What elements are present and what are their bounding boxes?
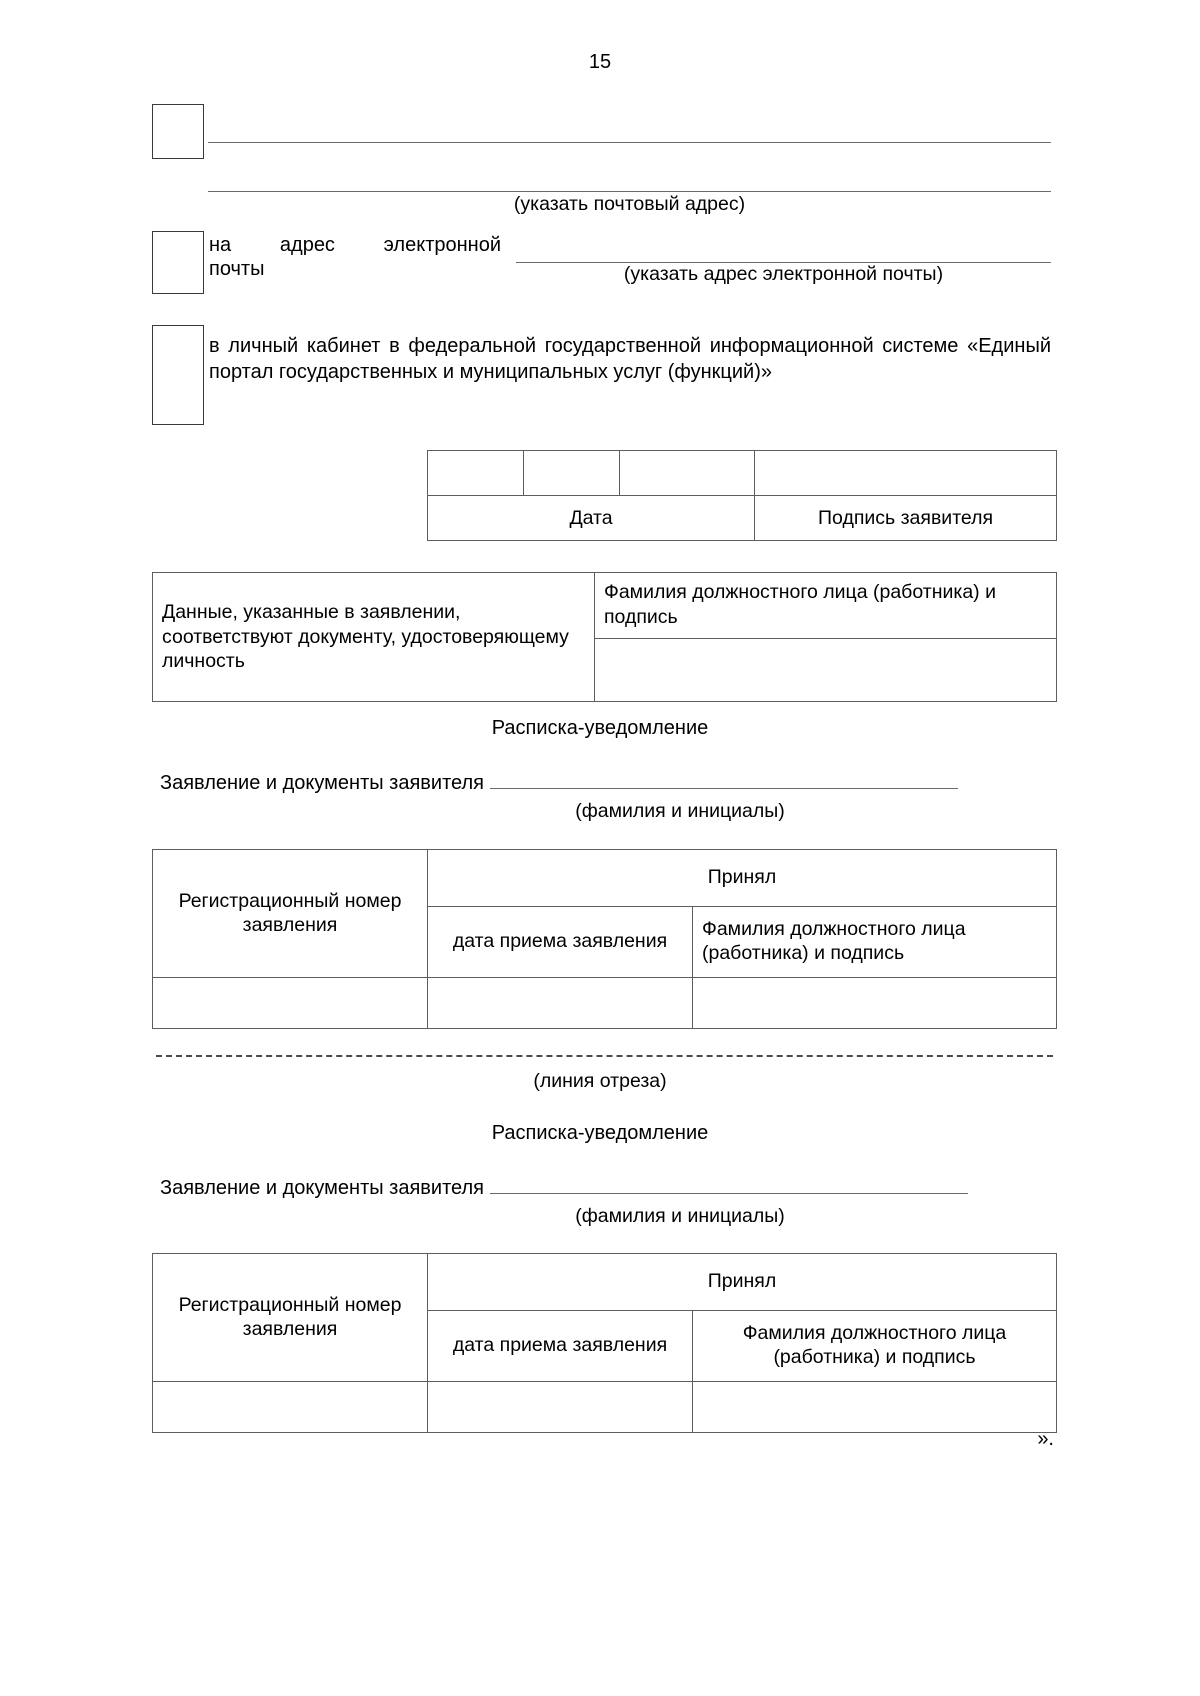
checkbox-email-address[interactable] — [152, 231, 204, 294]
registration-number-header-2: Регистрационный номер заявления — [152, 1253, 428, 1382]
accepted-header-1: Принял — [427, 849, 1057, 907]
date-input-cell-2[interactable] — [523, 450, 621, 496]
cut-line-caption: (линия отреза) — [533, 1070, 667, 1092]
registration-number-header-1: Регистрационный номер заявления — [152, 849, 428, 978]
official-name-header-1: Фамилия должностного лица (работника) и … — [692, 906, 1057, 978]
official-name-header-2: Фамилия должностного лица (работника) и … — [692, 1310, 1057, 1382]
official-name-input-2[interactable] — [692, 1381, 1057, 1433]
identity-verification-table: Данные, указанные в заявлении, соответст… — [152, 572, 1057, 702]
acceptance-date-header-2: дата приема заявления — [427, 1310, 693, 1382]
registration-number-input-1[interactable] — [152, 977, 428, 1029]
applicant-documents-label-1: Заявление и документы заявителя — [160, 772, 484, 794]
date-input-cell-1[interactable] — [426, 450, 525, 496]
table-row: Дата Подпись заявителя — [426, 495, 1057, 541]
official-name-input-cell[interactable] — [594, 638, 1057, 702]
email-address-fill-line[interactable] — [516, 262, 1051, 263]
email-option-label-line-1: на адрес электронной — [209, 234, 501, 256]
date-signature-table: Дата Подпись заявителя — [426, 450, 1057, 541]
date-label-cell: Дата — [426, 495, 756, 541]
email-option-label-line-2: почты — [209, 258, 265, 280]
postal-address-fill-line-2[interactable] — [208, 191, 1051, 192]
postal-address-caption: (указать почтовый адрес) — [513, 193, 746, 215]
signature-label-cell: Подпись заявителя — [754, 495, 1057, 541]
checkbox-personal-cabinet[interactable] — [152, 325, 204, 425]
registration-number-input-2[interactable] — [152, 1381, 428, 1433]
table-row: Регистрационный номер заявления Принял — [152, 849, 1057, 978]
official-name-label-cell: Фамилия должностного лица (работника) и … — [594, 572, 1057, 639]
closing-quotation-mark: ». — [1037, 1428, 1054, 1450]
registration-table-1: Регистрационный номер заявления Принял д… — [152, 849, 1057, 1029]
page-number: 15 — [588, 51, 612, 73]
table-row — [152, 977, 1057, 1029]
personal-cabinet-text: в личный кабинет в федеральной государст… — [209, 335, 1051, 383]
receipt-title-2: Расписка-уведомление — [491, 1122, 709, 1144]
applicant-documents-label-2: Заявление и документы заявителя — [160, 1177, 484, 1199]
postal-address-fill-line-1[interactable] — [208, 142, 1051, 143]
acceptance-date-input-2[interactable] — [427, 1381, 693, 1433]
initials-caption-2: (фамилия и инициалы) — [575, 1205, 785, 1227]
acceptance-date-input-1[interactable] — [427, 977, 693, 1029]
applicant-documents-row-2: Заявление и документы заявителя — [160, 1176, 1057, 1200]
signature-input-cell[interactable] — [754, 450, 1057, 496]
table-row: дата приема заявления Фамилия должностно… — [153, 906, 1057, 978]
applicant-initials-fill-line-2[interactable] — [489, 1176, 968, 1194]
applicant-initials-fill-line-1[interactable] — [489, 771, 958, 789]
initials-caption-1: (фамилия и инициалы) — [575, 800, 785, 822]
table-row — [152, 1381, 1057, 1433]
email-address-caption: (указать адрес электронной почты) — [623, 263, 944, 285]
accepted-header-2: Принял — [427, 1253, 1057, 1311]
email-option-label: на адрес электронной почты — [209, 233, 501, 281]
table-row: Регистрационный номер заявления Принял — [152, 1253, 1057, 1382]
acceptance-date-header-1: дата приема заявления — [427, 906, 693, 978]
table-row — [426, 450, 1057, 496]
table-row: Данные, указанные в заявлении, соответст… — [152, 572, 1057, 702]
registration-table-2: Регистрационный номер заявления Принял д… — [152, 1253, 1057, 1433]
checkbox-postal-address[interactable] — [152, 104, 204, 159]
table-row — [153, 638, 1057, 702]
table-row: дата приема заявления Фамилия должностно… — [153, 1310, 1057, 1382]
receipt-title-1: Расписка-уведомление — [491, 717, 709, 739]
cut-line-divider — [156, 1055, 1053, 1057]
date-input-cell-3[interactable] — [619, 450, 756, 496]
applicant-documents-row-1: Заявление и документы заявителя — [160, 771, 1057, 795]
official-name-input-1[interactable] — [692, 977, 1057, 1029]
verification-statement-cell: Данные, указанные в заявлении, соответст… — [152, 572, 595, 702]
